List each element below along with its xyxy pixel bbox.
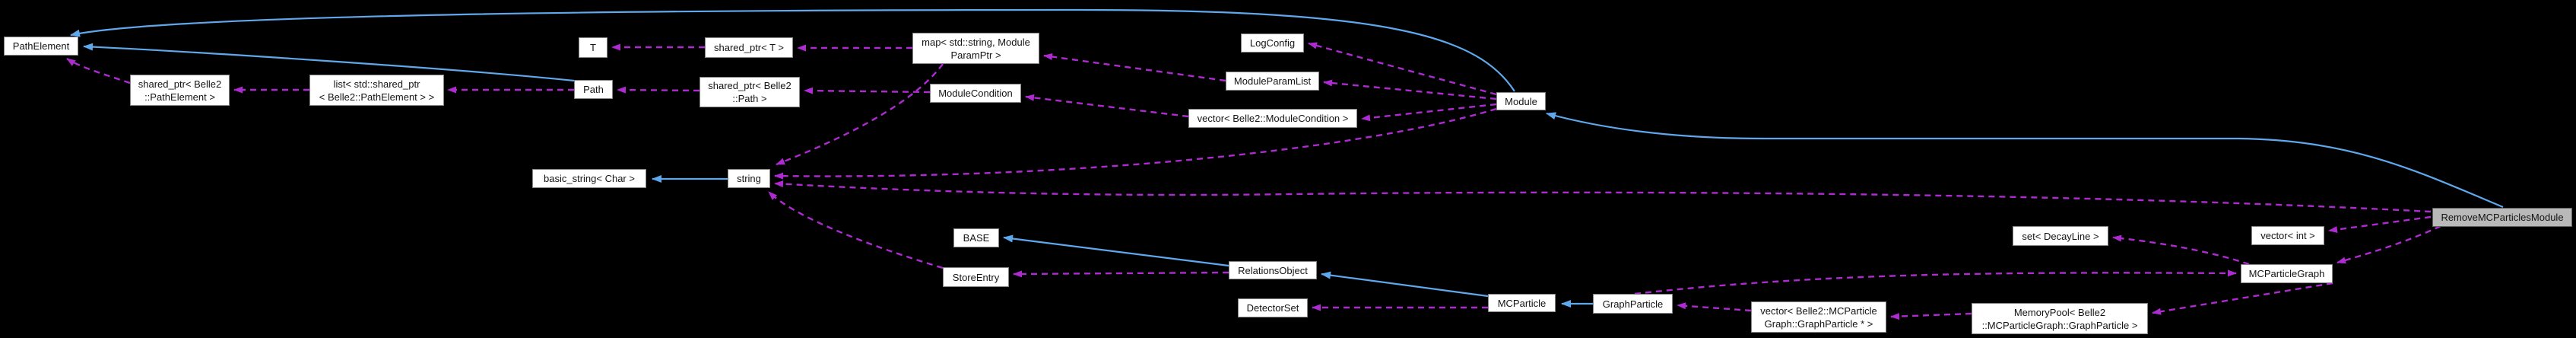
node-t[interactable]: T	[579, 37, 608, 58]
edge-storeentry-to-string	[768, 191, 944, 269]
node-storeentry[interactable]: StoreEntry	[943, 267, 1009, 287]
node-vector-graphparticle[interactable]: vector< Belle2::MCParticle Graph::GraphP…	[1751, 301, 1886, 333]
node-modulecondition[interactable]: ModuleCondition	[930, 84, 1021, 103]
edge-path-to-pathelement	[83, 43, 575, 82]
node-memorypool-graphparticle[interactable]: MemoryPool< Belle2 ::MCParticleGraph::Gr…	[1972, 303, 2148, 334]
edge-removemcparticlesmodule-to-module	[1546, 112, 2504, 209]
edge-module-to-vecmodulecondition	[1361, 103, 1497, 122]
node-string[interactable]: string	[728, 169, 770, 188]
edge-moduleparamlist-to-map	[1043, 53, 1226, 82]
node-moduleparamlist[interactable]: ModuleParamList	[1226, 72, 1319, 91]
edge-graphparticle-to-mcparticlegraph	[1634, 269, 2237, 295]
node-base[interactable]: BASE	[953, 228, 999, 247]
edge-module-to-logconfig	[1308, 42, 1497, 96]
node-path[interactable]: Path	[574, 80, 613, 99]
edge-module-to-moduleparamlist	[1323, 79, 1497, 100]
edge-modulecondition-to-sppath	[804, 87, 931, 94]
edge-mcparticlegraph-to-memorypool	[2152, 282, 2333, 315]
edge-removemcparticlesmodule-to-mcparticlegraph	[2336, 225, 2441, 264]
node-basic-string[interactable]: basic_string< Char >	[532, 169, 646, 188]
edge-mcparticle-to-relationsobject	[1321, 271, 1489, 298]
node-shared-ptr-t[interactable]: shared_ptr< T >	[705, 37, 793, 58]
node-graphparticle[interactable]: GraphParticle	[1593, 294, 1673, 314]
edge-memorypool-to-vecgraphparticle	[1890, 312, 1972, 320]
edge-relationsobject-to-storeentry	[1013, 270, 1229, 278]
edge-module-to-pathelement	[70, 8, 1515, 92]
edge-relationsobject-to-base	[1003, 234, 1229, 267]
node-shared-ptr-path[interactable]: shared_ptr< Belle2 ::Path >	[700, 77, 800, 107]
edge-removemcparticlesmodule-to-vecint	[2328, 215, 2432, 233]
node-vector-modulecondition[interactable]: vector< Belle2::ModuleCondition >	[1188, 109, 1357, 128]
node-shared-ptr-pathelement[interactable]: shared_ptr< Belle2 ::PathElement >	[130, 75, 230, 106]
node-set-decayline[interactable]: set< DecayLine >	[2013, 226, 2108, 246]
node-list-shared-ptr-pathelement[interactable]: list< std::shared_ptr < Belle2::PathElem…	[309, 75, 444, 106]
edge-vecmodulecondition-to-modulecondition	[1025, 94, 1189, 118]
edge-sppath-to-path	[617, 86, 700, 94]
node-pathelement[interactable]: PathElement	[4, 37, 78, 56]
node-detectorset[interactable]: DetectorSet	[1238, 298, 1308, 317]
node-removemcparticlesmodule[interactable]: RemoveMCParticlesModule	[2432, 208, 2572, 227]
edge-map-to-string	[776, 63, 944, 166]
edge-vecgraphparticle-to-graphparticle	[1677, 302, 1752, 312]
node-relationsobject[interactable]: RelationsObject	[1229, 261, 1317, 279]
node-logconfig[interactable]: LogConfig	[1241, 33, 1304, 53]
edge-sppathelement-to-pathelement	[66, 57, 131, 84]
edge-removemcparticlesmodule-to-string	[774, 180, 2432, 213]
node-map-moduleparamptr[interactable]: map< std::string, Module ParamPtr >	[912, 33, 1039, 64]
node-mcparticlegraph[interactable]: MCParticleGraph	[2241, 264, 2333, 283]
node-module[interactable]: Module	[1496, 92, 1546, 110]
edge-module-to-string	[774, 107, 1497, 180]
node-mcparticle[interactable]: MCParticle	[1488, 294, 1556, 312]
node-vector-int[interactable]: vector< int >	[2251, 226, 2324, 245]
edge-mcparticlegraph-to-setdecayline	[2112, 234, 2250, 266]
